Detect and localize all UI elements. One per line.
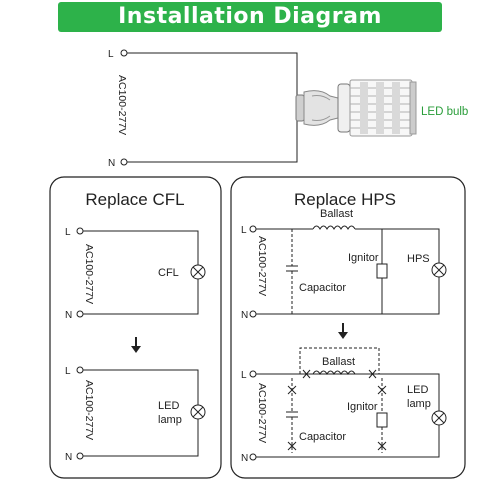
cfl-led-label-2: lamp: [158, 414, 182, 426]
hps-ignitor-label: Ignitor: [348, 252, 379, 264]
hps-ballast-bypass: [299, 347, 380, 374]
cfl-after-l: L: [65, 366, 71, 377]
hps-after-l: L: [241, 370, 247, 381]
ignitor-cut-marks: [377, 385, 387, 451]
hps-led-label-2: lamp: [407, 398, 431, 410]
hps-led-lamp-icon: [431, 410, 447, 426]
hps-ignitor-icon: [376, 263, 388, 279]
cfl-after-voltage: AC100-277V: [83, 380, 95, 440]
hps-lamp-icon: [431, 262, 447, 278]
top-wiring: L N AC100-277V LED bulb: [108, 49, 468, 169]
capacitor-cut-marks: [287, 385, 297, 451]
led-bulb-graphic: [295, 79, 417, 137]
cfl-before-voltage: AC100-277V: [83, 244, 95, 304]
cfl-lamp-icon: [190, 264, 206, 280]
title-banner: Installation Diagram: [0, 0, 500, 34]
hps-after-n: N: [241, 453, 248, 464]
cfl-lamp-label: CFL: [158, 267, 179, 279]
cfl-after-n: N: [65, 452, 72, 463]
hps-after-capacitor-label: Capacitor: [299, 431, 346, 443]
cfl-panel-title: Replace CFL: [85, 190, 184, 209]
hps-led-label-1: LED: [407, 384, 428, 396]
cfl-before-circuit: L N AC100-277V CFL: [65, 227, 206, 321]
n-terminal: [120, 158, 128, 166]
hps-capacitor-label: Capacitor: [299, 282, 346, 294]
cfl-after-circuit: L N AC100-277V LED lamp: [65, 366, 206, 463]
top-l-label: L: [108, 49, 114, 60]
cfl-before-l: L: [65, 227, 71, 238]
hps-before-voltage: AC100-277V: [256, 236, 268, 296]
cfl-before-n: N: [65, 310, 72, 321]
hps-after-ignitor-icon: [376, 412, 388, 428]
hps-after-circuit: L N AC100-277V Ballast Capacitor: [241, 347, 447, 464]
hps-after-ignitor-label: Ignitor: [347, 401, 378, 413]
ballast-cut-marks: [302, 369, 377, 379]
hps-before-l: L: [241, 225, 247, 236]
hps-before-circuit: L N AC100-277V Ballast Capacitor Ignitor…: [241, 208, 447, 321]
hps-after-voltage: AC100-277V: [256, 383, 268, 443]
hps-after-ballast-coil: [312, 370, 356, 375]
hps-ballast-coil: [312, 225, 356, 230]
cfl-led-label-1: LED: [158, 400, 179, 412]
page-title: Installation Diagram: [118, 4, 382, 29]
top-voltage-label: AC100-277V: [116, 75, 128, 135]
cfl-panel: [49, 176, 222, 479]
hps-ballast-label: Ballast: [320, 208, 353, 220]
hps-after-ballast-label: Ballast: [322, 356, 355, 368]
hps-lamp-label: HPS: [407, 253, 430, 265]
l-terminal: [120, 49, 128, 57]
top-n-label: N: [108, 158, 115, 169]
top-circuit-wire: [127, 52, 298, 163]
hps-before-n: N: [241, 310, 248, 321]
hps-panel-title: Replace HPS: [294, 190, 396, 209]
title-banner-background: [58, 2, 442, 32]
led-bulb-label: LED bulb: [421, 106, 468, 118]
cfl-led-lamp-icon: [190, 404, 206, 420]
hps-panel: [230, 176, 466, 479]
